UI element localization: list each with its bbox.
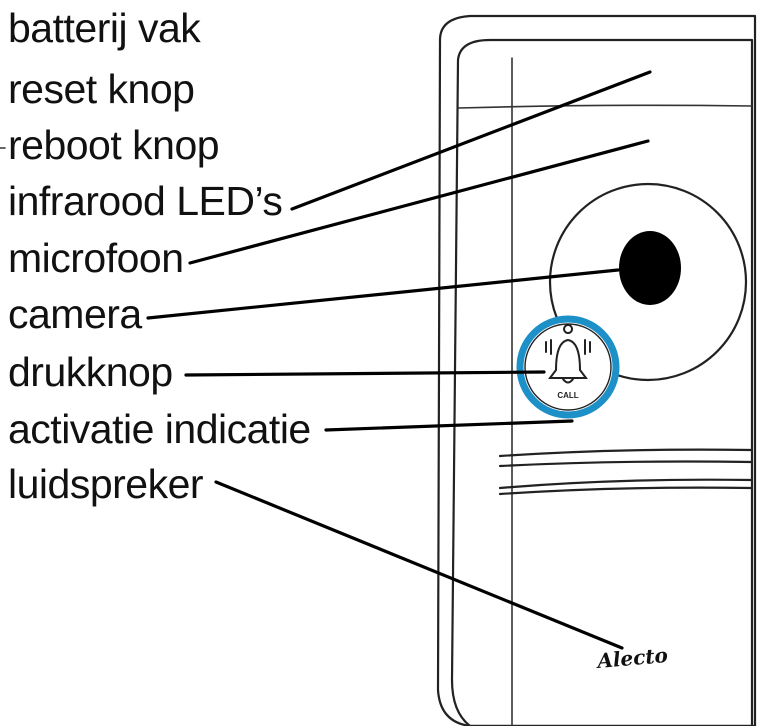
call-text: CALL [557, 391, 578, 400]
label-reset-knop: reset knop [8, 66, 195, 112]
leader-luidspreker [214, 480, 624, 650]
grill-line-3 [498, 478, 754, 490]
device-back-plate [436, 14, 757, 726]
call-button-inner [524, 323, 612, 411]
call-button-ring[interactable] [516, 315, 620, 419]
brand-logo: Alecto [594, 643, 668, 673]
label-camera: camera [8, 291, 142, 337]
grill-line-4 [498, 486, 754, 496]
leader-microfoon [188, 139, 650, 265]
grill-line-1 [498, 448, 754, 458]
label-luidspreker: luidspreker [8, 461, 204, 507]
label-activatie-indicatie: activatie indicatie [8, 406, 311, 452]
label-microfoon: microfoon [8, 235, 184, 281]
label-drukknop: drukknop [8, 349, 173, 395]
top-band-line [457, 104, 753, 109]
grill-line-2 [498, 460, 754, 468]
camera-dome [548, 182, 748, 382]
label-reboot-knop: reboot knop [8, 122, 220, 168]
label-infrarood-leds: infrarood LED’s [8, 178, 283, 224]
leader-activatie [324, 419, 574, 432]
leader-drukknop [184, 370, 546, 377]
bell-icon [545, 324, 591, 384]
leader-infrarood [290, 70, 652, 211]
label-batterij-vak: batterij vak [8, 5, 201, 51]
device-front-face [450, 38, 754, 726]
camera-lens [619, 231, 681, 305]
leader-camera [146, 268, 620, 320]
